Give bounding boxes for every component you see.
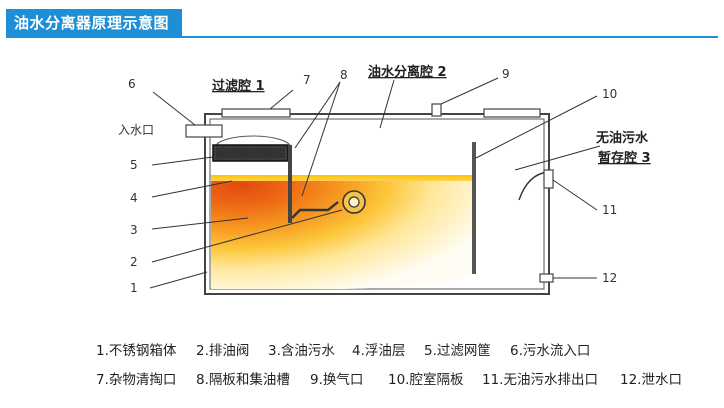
callout-1: 1 [130,281,138,295]
callout-5: 5 [130,158,138,172]
wastewater-inlet-pipe [185,124,223,138]
oil-collection-trough [291,201,339,219]
callout-4: 4 [130,191,138,205]
legend-item: 4.浮油层 [352,343,406,359]
inlet-label: 入水口 [118,123,154,137]
separator-diagram: 过滤腔 1 油水分离腔 2 无油污水 暂存腔 3 入水口 1 2 3 4 5 6… [118,64,651,295]
title-underline [6,36,718,38]
filter-basket [212,144,289,162]
callout-10: 10 [602,87,617,101]
legend-item: 1.不锈钢箱体 [96,343,177,359]
legend-item: 3.含油污水 [268,343,335,359]
clean-water-outlet [543,169,554,189]
callout-6: 6 [128,77,136,91]
callout-12: 12 [602,271,617,285]
chamber-3-label-line1: 无油污水 [595,130,649,146]
legend-item: 2.排油阀 [196,343,250,359]
legend-item: 8.隔板和集油槽 [196,372,290,388]
oil-partition-plate [288,145,292,223]
chamber-2-label: 油水分离腔 2 [368,64,447,80]
legend-item: 6.污水流入口 [510,343,591,359]
callout-8: 8 [340,68,348,82]
oily-water-region [211,176,473,289]
drain-port [539,273,554,283]
callout-3: 3 [130,223,138,237]
callout-11: 11 [602,203,617,217]
callout-7: 7 [303,73,311,87]
legend-item: 12.泄水口 [620,372,682,388]
floating-oil-layer [211,175,473,181]
legend-item: 11.无油污水排出口 [482,372,598,388]
legend-item: 5.过滤网筐 [424,343,491,359]
legend-item: 9.换气口 [310,372,364,388]
legend-item: 7.杂物清掏口 [96,372,177,388]
debris-cleanout-lid [221,108,291,118]
top-cover-plate [483,108,541,118]
vent-port [431,103,442,117]
chamber-partition [472,142,476,274]
legend-item: 10.腔室隔板 [388,372,464,388]
chamber-1-label: 过滤腔 1 [212,78,265,94]
tank-inner-wall [209,118,545,290]
page-title: 油水分离器原理示意图 [6,9,182,37]
callout-2: 2 [130,255,138,269]
chamber-3-label-line2: 暂存腔 3 [598,150,651,166]
leader-lines [149,77,601,289]
callout-9: 9 [502,67,510,81]
